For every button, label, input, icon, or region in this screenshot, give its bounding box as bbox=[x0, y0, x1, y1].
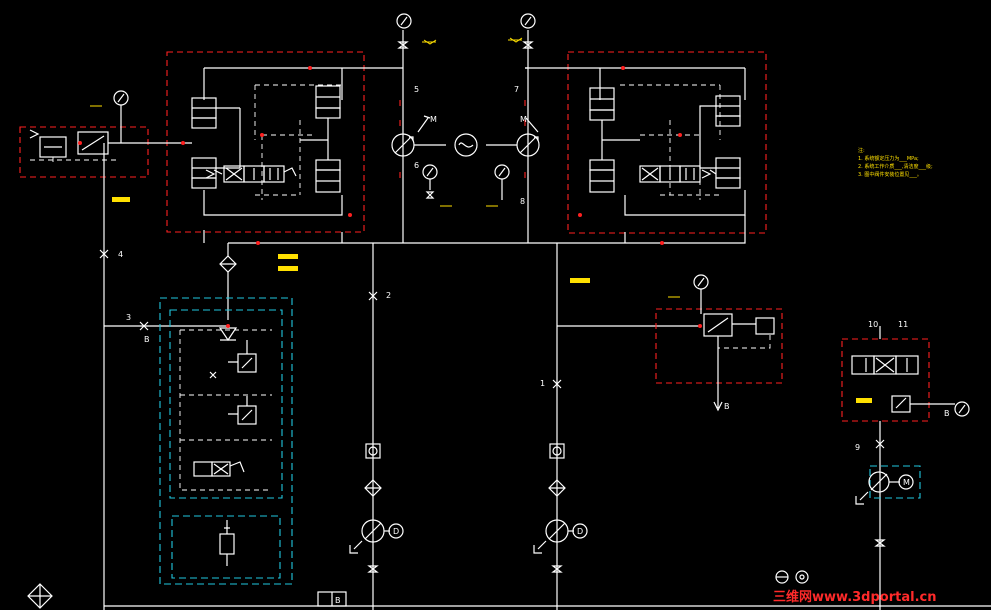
right-cylinder-lower bbox=[589, 140, 615, 193]
left-directional-valve bbox=[205, 165, 297, 183]
mid-check-valve-icon bbox=[425, 191, 435, 199]
pump-1-check-icon bbox=[551, 565, 563, 573]
red-junction-markers bbox=[78, 66, 702, 328]
accumulator-icon bbox=[219, 520, 235, 566]
note-title: 注: bbox=[858, 147, 865, 154]
motor-arrows bbox=[417, 115, 539, 133]
pump-far-right-icon bbox=[855, 471, 914, 505]
relief-valve-1-icon bbox=[228, 340, 257, 373]
flow-mark-1 bbox=[552, 379, 562, 389]
notes-block: 注: 1. 系统额定压力为___MPa; 2. 系统工作介质___,清洁度___… bbox=[858, 147, 933, 178]
flow-mark-2 bbox=[368, 291, 378, 301]
filter-left-icon bbox=[219, 243, 237, 320]
right-relief-valve bbox=[703, 313, 775, 349]
label-b-far-right: B bbox=[944, 409, 950, 418]
left-cylinder-upper bbox=[191, 97, 217, 129]
label-8: 8 bbox=[520, 197, 525, 206]
far-right-line bbox=[875, 326, 885, 610]
right-pilot-lines bbox=[620, 84, 721, 200]
block-flow-mark bbox=[209, 371, 217, 379]
left-cylinder-right-upper bbox=[315, 85, 341, 140]
right-cylinder-outer-lower bbox=[715, 157, 741, 189]
pump-1-icon bbox=[533, 519, 588, 554]
main-return-pipe bbox=[228, 215, 746, 244]
label-9: 9 bbox=[855, 443, 860, 452]
yellow-annotation-marks bbox=[90, 37, 872, 403]
right-relief-box bbox=[655, 308, 783, 384]
gauge-mid-left-icon bbox=[422, 164, 438, 190]
label-4: 4 bbox=[118, 250, 123, 259]
label-2: 2 bbox=[386, 291, 391, 300]
note-1: 1. 系统额定压力为___MPa; bbox=[858, 155, 919, 162]
pump-2-check-icon bbox=[367, 565, 379, 573]
label-b-left: B bbox=[144, 335, 150, 344]
label-3: 3 bbox=[126, 313, 131, 322]
valve-block-outer bbox=[159, 297, 293, 585]
filter-1-icon bbox=[548, 479, 566, 497]
left-pilot-lines bbox=[254, 84, 345, 200]
far-right-directional-valve bbox=[851, 355, 919, 375]
label-pump-1: D bbox=[577, 527, 583, 536]
right-directional-valve bbox=[639, 165, 717, 183]
label-b-bottom: B bbox=[335, 596, 341, 605]
solenoid-valve-icon bbox=[193, 461, 245, 477]
gauge-far-right-icon bbox=[954, 401, 970, 417]
label-pump-2: D bbox=[393, 527, 399, 536]
valve-block-lower bbox=[171, 515, 281, 579]
left-internal-pipes bbox=[216, 107, 328, 169]
right-frame-lines bbox=[525, 67, 746, 216]
note-3: 3. 图中阀件安装位置见___。 bbox=[858, 171, 922, 178]
label-6: 6 bbox=[414, 161, 419, 170]
label-b-right: B bbox=[724, 402, 730, 411]
left-cylinder-right-lower bbox=[315, 140, 341, 193]
shaft-coupling-icon bbox=[454, 133, 478, 157]
gauge-mid-right-icon bbox=[494, 164, 510, 200]
label-10: 10 bbox=[868, 320, 878, 329]
label-5: 5 bbox=[414, 85, 419, 94]
label-motor-left: M bbox=[430, 115, 437, 124]
label-motor-right: M bbox=[520, 115, 527, 124]
far-right-check-icon bbox=[874, 539, 886, 547]
left-group-box bbox=[166, 51, 365, 233]
motor-left-icon bbox=[391, 133, 446, 157]
bottom-left-symbol-icon bbox=[27, 583, 53, 609]
right-internal-pipes bbox=[602, 105, 716, 169]
right-cylinder-upper bbox=[589, 87, 615, 140]
gauge-top-left-icon bbox=[396, 13, 412, 29]
left-relief-box bbox=[19, 126, 149, 178]
right-relief-drain bbox=[713, 336, 723, 412]
gauge-left-icon bbox=[113, 90, 129, 143]
watermark-text: 三维网www.3dportal.cn bbox=[773, 589, 936, 605]
motor-right-icon bbox=[486, 133, 540, 157]
gauge-right-icon bbox=[693, 274, 709, 314]
left-flow-marks bbox=[99, 249, 149, 331]
top-check-valves-icon bbox=[397, 41, 534, 49]
label-7: 7 bbox=[514, 85, 519, 94]
relief-valve-2-icon bbox=[228, 396, 257, 425]
check-valve-2-icon bbox=[365, 443, 381, 459]
pump-2-icon bbox=[349, 519, 404, 554]
far-right-group-box bbox=[841, 338, 930, 422]
valve-block-inner bbox=[169, 309, 283, 499]
valve-block-dashed-lines bbox=[179, 329, 272, 491]
left-relief-valve bbox=[29, 129, 120, 166]
center-red-markers bbox=[399, 100, 526, 178]
check-valve-1-icon bbox=[549, 443, 565, 459]
label-1: 1 bbox=[540, 379, 545, 388]
filter-2-icon bbox=[364, 479, 382, 497]
center-vertical-lines bbox=[402, 30, 529, 215]
return-drops bbox=[203, 215, 626, 243]
gauge-top-right-icon bbox=[520, 13, 536, 29]
left-frame-lines bbox=[203, 67, 365, 216]
note-2: 2. 系统工作介质___,清洁度___级; bbox=[858, 163, 933, 170]
far-right-pump-box bbox=[869, 465, 921, 499]
far-right-relief-valve bbox=[891, 395, 955, 413]
right-group-box bbox=[567, 51, 767, 234]
label-11: 11 bbox=[898, 320, 908, 329]
projection-symbol-icon bbox=[775, 570, 809, 584]
label-pump-far-right: M bbox=[903, 478, 910, 487]
